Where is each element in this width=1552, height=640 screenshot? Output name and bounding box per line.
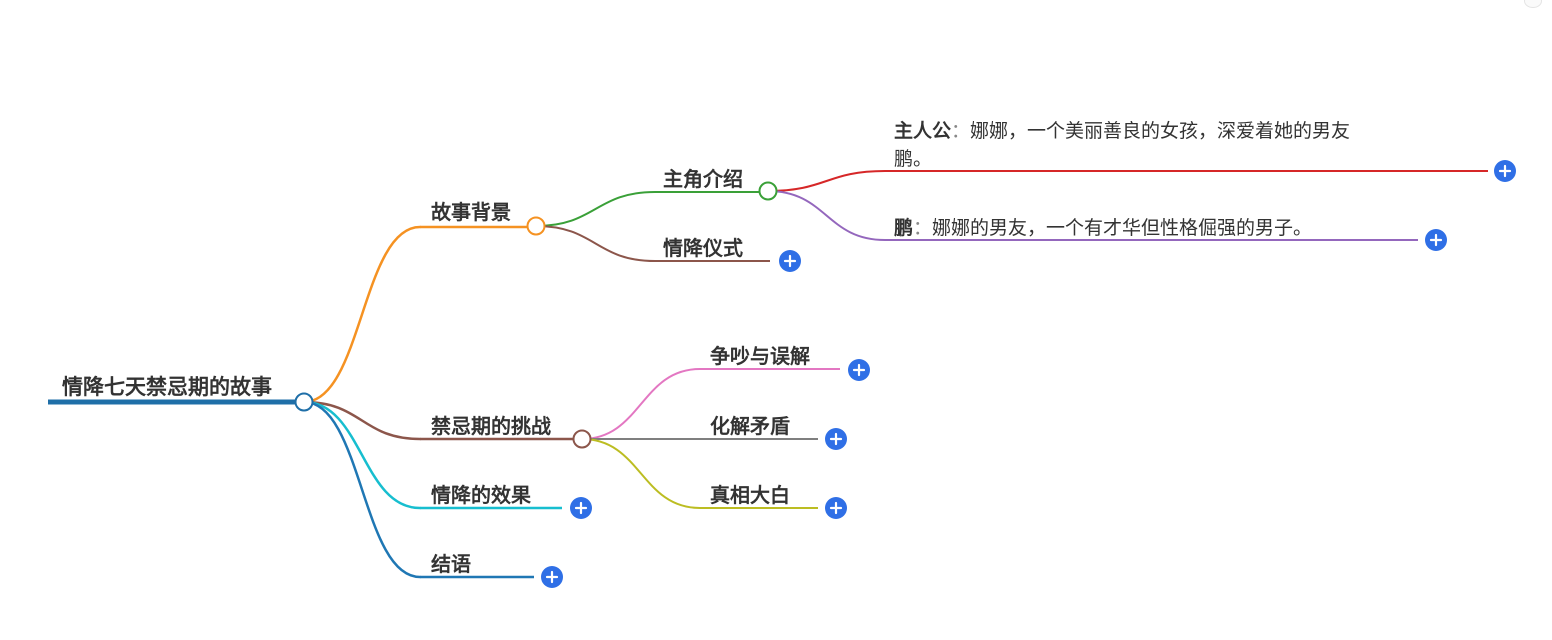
edge-background-characters	[535, 191, 656, 227]
branch-effects-label: 情降的效果	[431, 483, 531, 507]
node-truth-expand-button[interactable]	[825, 497, 847, 519]
branch-challenges-collapse-toggle[interactable]	[572, 429, 592, 449]
plus-icon	[545, 570, 559, 584]
plus-icon	[1429, 233, 1443, 247]
node-ritual-label: 情降仪式	[663, 236, 743, 260]
plus-icon	[829, 501, 843, 515]
edge-root-challenges	[302, 400, 422, 441]
leaf-protagonist-expand-button[interactable]	[1494, 160, 1516, 182]
branch-background-collapse-toggle[interactable]	[526, 216, 546, 236]
edge-root-effects	[302, 400, 422, 510]
node-quarrel-label: 争吵与误解	[710, 344, 810, 368]
leaf-peng-sep: ：	[913, 217, 932, 239]
branch-conclusion-expand-button[interactable]	[541, 566, 563, 588]
node-truth-label: 真相大白	[710, 483, 790, 507]
node-ritual-expand-button[interactable]	[779, 250, 801, 272]
branch-background-label: 故事背景	[431, 200, 511, 224]
plus-icon	[574, 501, 588, 515]
edge-challenges-truth	[581, 438, 701, 509]
leaf-protagonist-sep: ：	[951, 120, 970, 142]
plus-icon	[1498, 164, 1512, 178]
branch-conclusion-label: 结语	[431, 552, 471, 576]
leaf-protagonist-line1: 主人公：娜娜，一个美丽善良的女孩，深爱着她的男友	[894, 120, 1350, 142]
branch-effects-expand-button[interactable]	[570, 497, 592, 519]
edge-characters-peng	[767, 190, 886, 241]
node-resolve-expand-button[interactable]	[825, 428, 847, 450]
leaf-peng-term: 鹏	[894, 216, 913, 239]
root-node-label: 情降七天禁忌期的故事	[62, 375, 272, 399]
leaf-peng-text: 娜娜的男友，一个有才华但性格倔强的男子。	[932, 217, 1312, 239]
mindmap-labels: 情降七天禁忌期的故事故事背景主角介绍情降仪式主人公：娜娜，一个美丽善良的女孩，深…	[62, 120, 1350, 576]
leaf-protagonist-term: 主人公	[894, 120, 951, 142]
root-collapse-toggle[interactable]	[294, 392, 314, 412]
mindmap-controls	[294, 160, 1516, 588]
edge-root-conclusion	[302, 400, 422, 579]
node-quarrel-expand-button[interactable]	[848, 359, 870, 381]
plus-icon	[829, 432, 843, 446]
leaf-protagonist-line2: 鹏。	[894, 148, 932, 170]
leaf-peng-line: 鹏：娜娜的男友，一个有才华但性格倔强的男子。	[894, 216, 1312, 239]
plus-icon	[852, 363, 866, 377]
plus-icon	[783, 254, 797, 268]
leaf-protagonist-text: 娜娜，一个美丽善良的女孩，深爱着她的男友	[970, 120, 1350, 142]
mindmap-edges	[302, 170, 886, 579]
edge-root-background	[302, 225, 422, 404]
leaf-peng-expand-button[interactable]	[1425, 229, 1447, 251]
node-resolve-label: 化解矛盾	[710, 414, 790, 438]
node-characters-label: 主角介绍	[663, 167, 743, 191]
node-characters-collapse-toggle[interactable]	[758, 181, 778, 201]
branch-challenges-label: 禁忌期的挑战	[431, 414, 551, 438]
edge-background-ritual	[535, 225, 656, 262]
edge-challenges-quarrel	[581, 368, 701, 440]
edge-characters-protagonist	[767, 170, 886, 192]
mindmap-underlines	[48, 170, 1488, 579]
